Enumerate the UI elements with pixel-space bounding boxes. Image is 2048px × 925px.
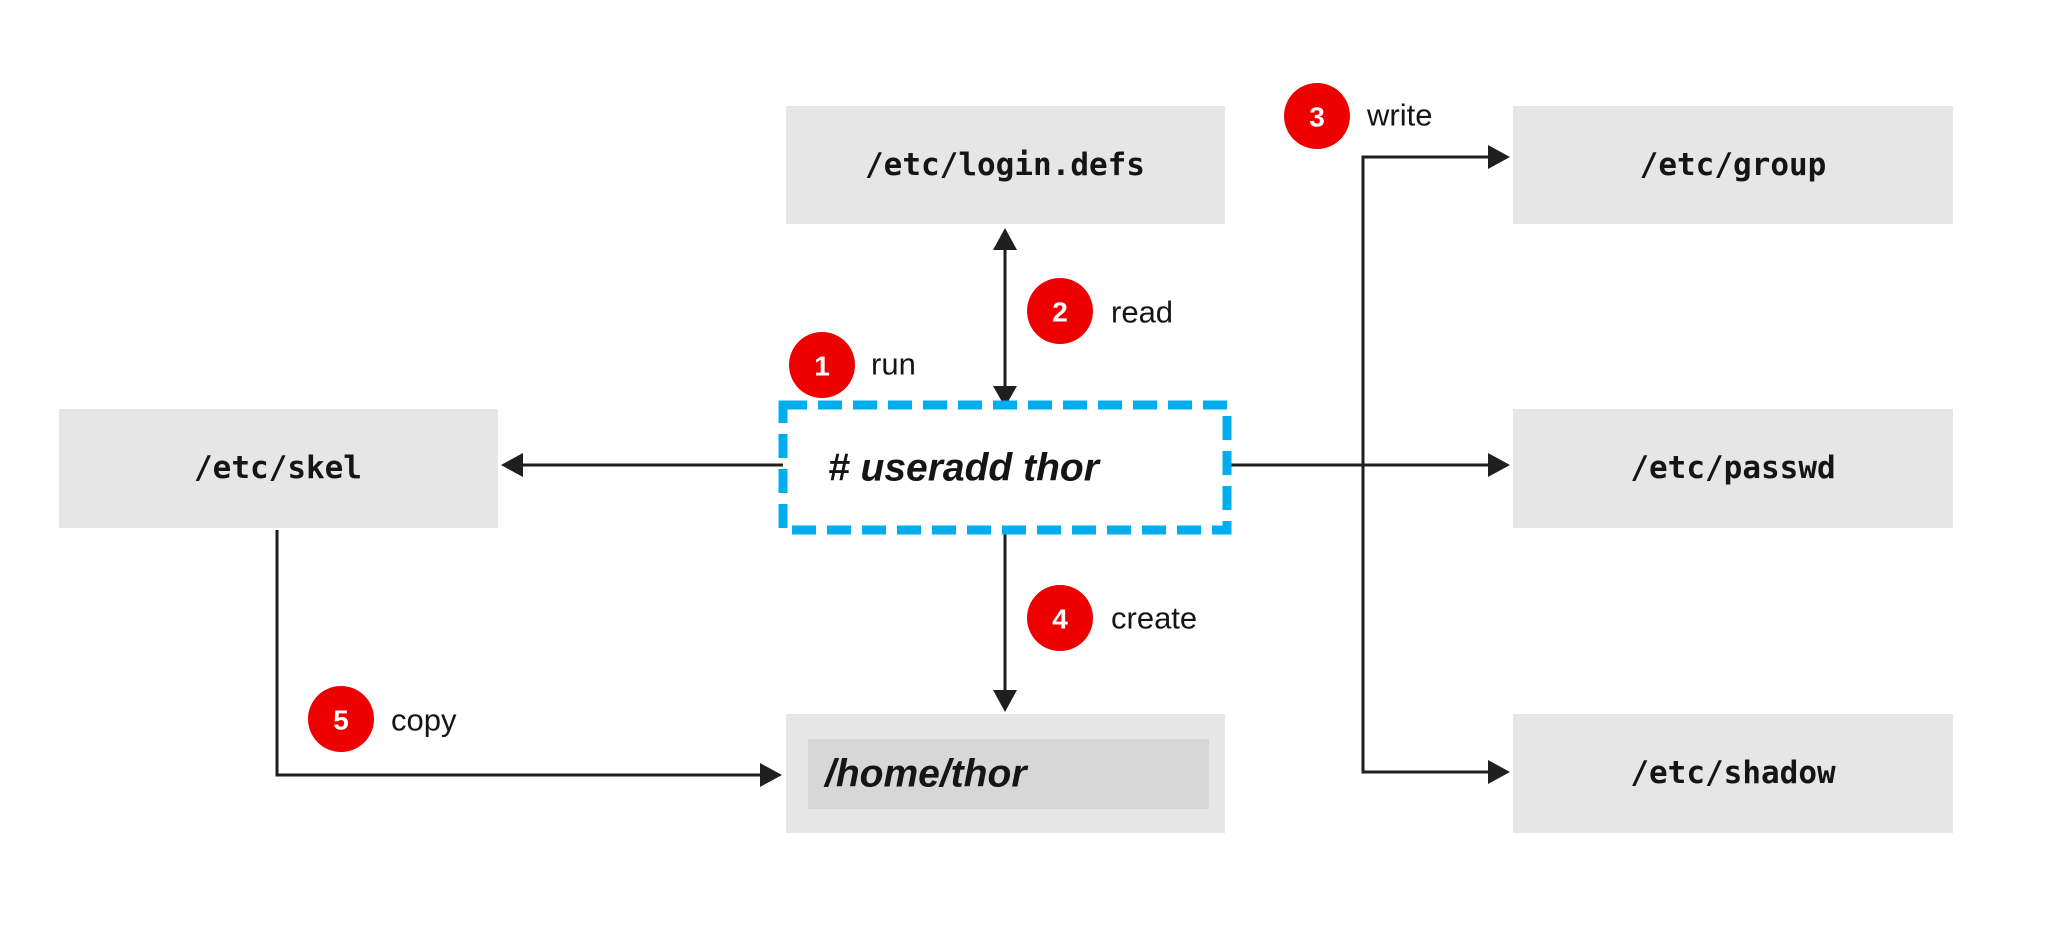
node-passwd: /etc/passwd xyxy=(1513,409,1953,528)
shadow-label: /etc/shadow xyxy=(1630,755,1836,791)
read-arrow-head-up xyxy=(993,228,1017,250)
copy-arrow-head xyxy=(760,763,782,787)
copy-arrow-line xyxy=(275,530,762,777)
step-1-label: run xyxy=(871,347,916,382)
passwd-arrow-head xyxy=(1488,453,1510,477)
home-label: /home/thor xyxy=(823,753,1028,796)
node-skel: /etc/skel xyxy=(59,409,498,528)
step-1-run: 1 run xyxy=(789,332,916,398)
command-label: # useradd thor xyxy=(828,447,1101,490)
step-4-label: create xyxy=(1111,601,1197,636)
skel-label: /etc/skel xyxy=(194,450,362,486)
connectors xyxy=(275,145,1510,787)
step-2-badge xyxy=(1027,278,1093,344)
step-4-create: 4 create xyxy=(1027,585,1197,651)
skel-arrow-head xyxy=(501,453,523,477)
node-shadow: /etc/shadow xyxy=(1513,714,1953,833)
node-command: # useradd thor xyxy=(778,400,1232,535)
step-3-number: 3 xyxy=(1309,102,1325,133)
shadow-arrow-head xyxy=(1488,760,1510,784)
step-3-label: write xyxy=(1366,98,1432,133)
login-defs-label: /etc/login.defs xyxy=(865,147,1145,183)
step-5-label: copy xyxy=(391,703,457,738)
step-2-label: read xyxy=(1111,295,1173,330)
write-bracket-line xyxy=(1361,155,1490,774)
node-home: /home/thor xyxy=(786,714,1225,833)
step-3-write: 3 write xyxy=(1284,83,1432,149)
step-3-badge xyxy=(1284,83,1350,149)
step-2-number: 2 xyxy=(1052,297,1068,328)
step-5-number: 5 xyxy=(333,705,349,736)
create-arrow-head xyxy=(993,690,1017,712)
step-4-number: 4 xyxy=(1052,604,1068,635)
step-1-number: 1 xyxy=(814,351,830,382)
step-5-copy: 5 copy xyxy=(308,686,457,752)
step-5-badge xyxy=(308,686,374,752)
read-arrow-head-down xyxy=(993,386,1017,407)
group-label: /etc/group xyxy=(1640,147,1827,183)
node-group: /etc/group xyxy=(1513,106,1953,224)
step-2-read: 2 read xyxy=(1027,278,1173,344)
passwd-label: /etc/passwd xyxy=(1630,450,1835,486)
step-4-badge xyxy=(1027,585,1093,651)
step-1-badge xyxy=(789,332,855,398)
node-login-defs: /etc/login.defs xyxy=(786,106,1225,224)
group-arrow-head xyxy=(1488,145,1510,169)
